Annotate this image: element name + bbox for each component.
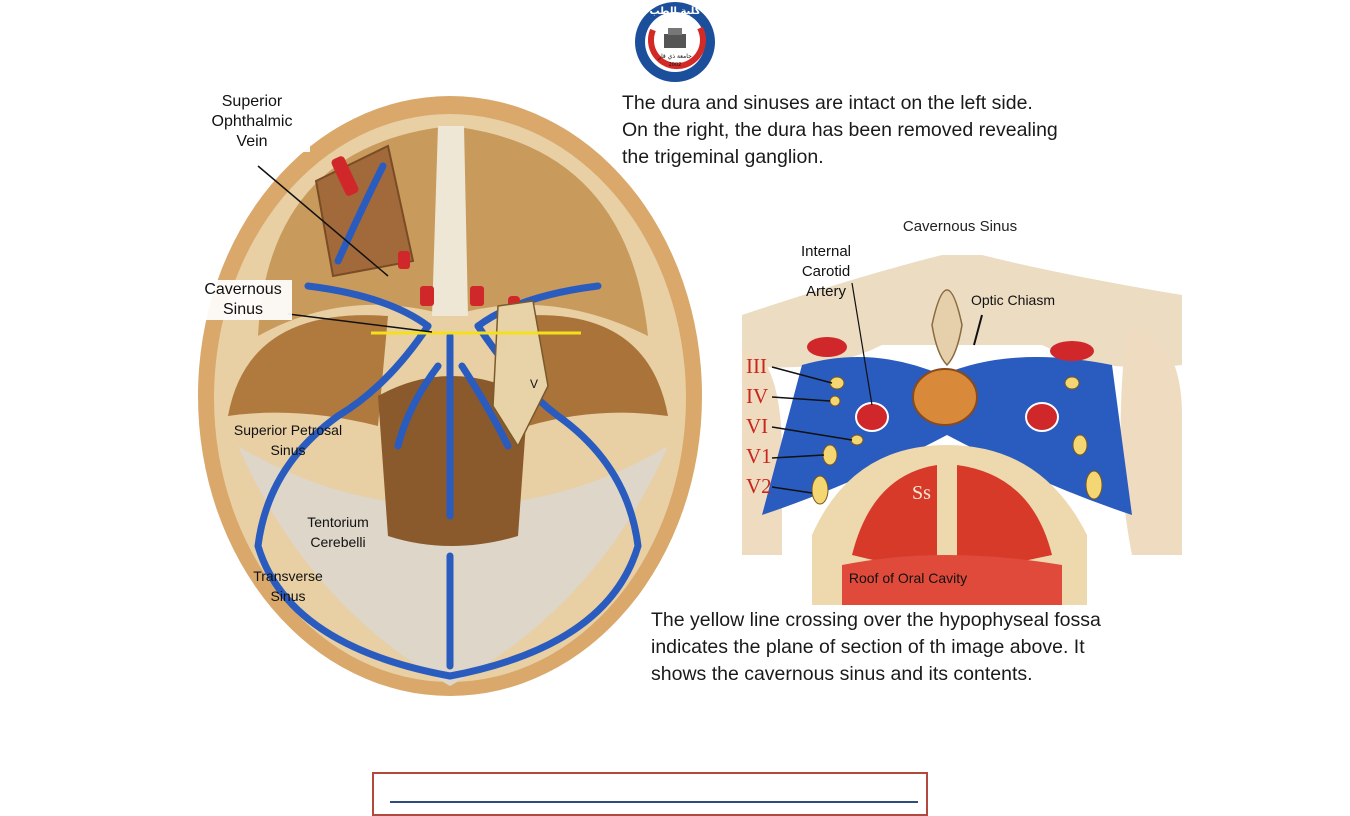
label-nerve-III: III: [746, 354, 767, 378]
label-tentorium-cerebelli: Tentorium Cerebelli: [307, 514, 369, 550]
logo-year: 2002: [669, 62, 682, 68]
label-superior-petrosal-sinus: Superior Petrosal Sinus: [233, 422, 343, 458]
label-cavernous-sinus: Cavernous Sinus: [194, 280, 292, 320]
caption-top: The dura and sinuses are intact on the l…: [622, 90, 1182, 171]
footer-divider: [390, 801, 918, 803]
caption-top-line-1: The dura and sinuses are intact on the l…: [622, 92, 1033, 114]
label-roof-of-oral-cavity: Roof of Oral Cavity: [848, 570, 968, 586]
label-trigeminal-v: V: [529, 377, 538, 391]
label-superior-ophthalmic-vein: Superior Ophthalmic Vein: [194, 92, 310, 152]
label-internal-carotid-artery: Internal Carotid Artery: [800, 243, 852, 300]
caption-bottom-line-2: indicates the plane of section of th ima…: [651, 636, 1085, 658]
caption-bottom-line-3: shows the cavernous sinus and its conten…: [651, 663, 1033, 685]
cavernous-sinus-section: [742, 255, 1182, 605]
logo-arabic-center: جامعة ذي قار: [657, 53, 692, 60]
caption-bottom: The yellow line crossing over the hypoph…: [651, 607, 1211, 688]
caption-top-line-2: On the right, the dura has been removed …: [622, 119, 1058, 141]
footer-box: [372, 772, 928, 816]
skull-base-illustration: Superior Ophthalmic Vein Cavernous Sinus…: [188, 86, 708, 700]
college-logo: كلية الطب جامعة ذي قار 2002: [620, 0, 730, 84]
label-nerve-VI: VI: [746, 414, 769, 438]
label-nerve-V2: V2: [746, 474, 772, 498]
label-optic-chiasm: Optic Chiasm: [970, 292, 1056, 308]
logo-arabic-top: كلية الطب: [649, 6, 700, 17]
label-nerve-V1: V1: [746, 444, 772, 468]
inset-title: Cavernous Sinus: [902, 218, 1018, 235]
caption-top-line-3: the trigeminal ganglion.: [622, 146, 824, 168]
caption-bottom-line-1: The yellow line crossing over the hypoph…: [651, 609, 1101, 631]
label-nerve-IV: IV: [746, 384, 769, 408]
label-sphenoid-sinus: Ss: [912, 482, 931, 504]
label-transverse-sinus: Transverse Sinus: [253, 568, 323, 604]
